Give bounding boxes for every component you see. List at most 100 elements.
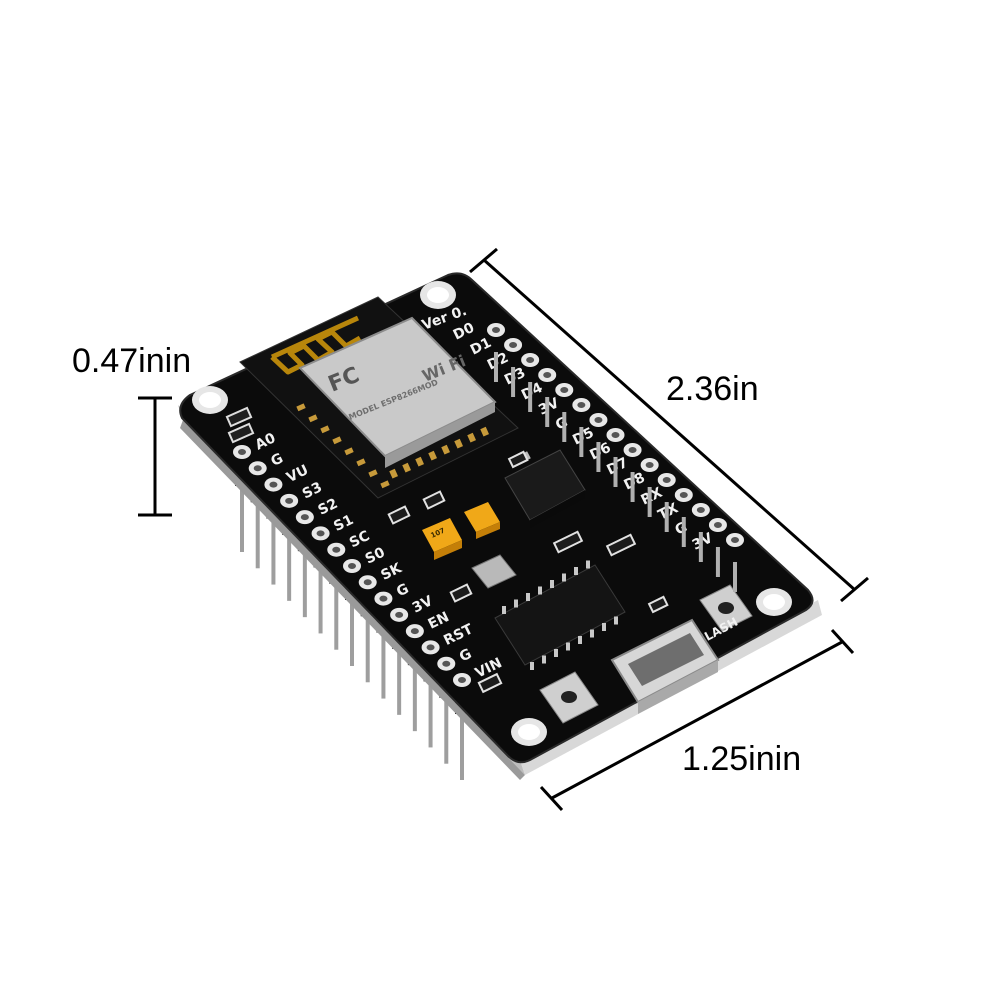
pin-pad bbox=[264, 477, 283, 492]
header-pin bbox=[494, 352, 498, 382]
pin-label: S3 bbox=[300, 479, 325, 502]
reset-button bbox=[539, 671, 599, 724]
chip-pin bbox=[554, 649, 558, 657]
chip-pin bbox=[542, 655, 546, 664]
castellated-pad bbox=[480, 426, 489, 437]
header-pins-front bbox=[494, 352, 737, 592]
mounting-hole bbox=[420, 281, 456, 309]
pin-pad bbox=[343, 559, 361, 573]
chip-pin bbox=[578, 636, 582, 644]
chip-pin bbox=[602, 623, 606, 631]
pin-pad bbox=[327, 542, 346, 557]
width-dimension-label: 1.25inin bbox=[682, 740, 802, 778]
mounting-holes bbox=[192, 281, 792, 746]
pin-pad bbox=[374, 591, 393, 606]
pin-pad bbox=[504, 338, 523, 352]
pin-pads-left bbox=[233, 445, 471, 687]
pin-pad bbox=[606, 428, 625, 442]
pin-pad bbox=[726, 533, 744, 547]
pin-pad bbox=[453, 673, 471, 687]
pin-pad bbox=[589, 413, 608, 427]
length-dimension-line bbox=[469, 247, 869, 603]
pin-pad bbox=[691, 503, 710, 517]
castellated-pad bbox=[296, 403, 306, 412]
header-pin bbox=[647, 487, 652, 517]
smd-resistor bbox=[225, 406, 253, 428]
pin-pad bbox=[708, 518, 727, 532]
pin-pad bbox=[248, 461, 267, 476]
castellated-pad bbox=[380, 480, 390, 489]
pin-pad bbox=[538, 368, 557, 382]
chip-pin bbox=[562, 573, 566, 582]
pin-pad bbox=[521, 353, 540, 367]
header-pin bbox=[664, 502, 669, 532]
esp-module: FC Wi Fi MODEL ESP8266MOD bbox=[239, 296, 519, 499]
header-pin bbox=[528, 382, 533, 412]
castellated-pad bbox=[402, 462, 411, 473]
castellated-pads bbox=[296, 403, 489, 489]
castellated-pad bbox=[415, 456, 424, 467]
pin-pad bbox=[421, 640, 440, 655]
tantalum-capacitor bbox=[464, 502, 500, 539]
castellated-pad bbox=[344, 447, 354, 456]
pin-pads-right bbox=[487, 323, 744, 547]
smd-pads bbox=[387, 450, 669, 694]
chip-pin bbox=[614, 616, 618, 625]
pin-pad bbox=[311, 526, 330, 541]
mounting-hole bbox=[511, 718, 547, 746]
castellated-pad bbox=[320, 425, 330, 434]
header-pin bbox=[630, 472, 635, 502]
pin-pad bbox=[623, 443, 642, 457]
header-pin bbox=[613, 457, 618, 487]
castellated-pad bbox=[368, 469, 378, 478]
pcb-edge-shadow bbox=[180, 420, 525, 780]
chip-pin bbox=[502, 606, 506, 614]
castellated-pad bbox=[428, 450, 437, 461]
pin-label: S2 bbox=[316, 496, 341, 519]
chip-pin bbox=[550, 580, 554, 588]
chip-pin bbox=[526, 593, 530, 601]
pin-pad bbox=[358, 575, 377, 590]
length-dimension-label: 2.36in bbox=[666, 370, 759, 408]
pin-label: S0 bbox=[363, 544, 388, 567]
castellated-pad bbox=[467, 432, 476, 443]
width-dimension-line bbox=[539, 628, 855, 812]
pin-pad bbox=[295, 510, 314, 525]
header-pin bbox=[579, 427, 584, 457]
header-pin bbox=[511, 367, 516, 397]
pin-label: S1 bbox=[331, 512, 356, 535]
crystal-oscillator bbox=[471, 554, 517, 589]
usb-serial-chip bbox=[494, 560, 626, 670]
mounting-hole bbox=[756, 588, 792, 616]
chip-pin bbox=[538, 586, 542, 595]
castellated-pad bbox=[356, 458, 366, 467]
flash-button bbox=[699, 584, 753, 632]
height-dimension-line bbox=[138, 396, 172, 517]
pin-pad bbox=[555, 383, 574, 397]
smd-resistor bbox=[227, 422, 255, 444]
pin-pad bbox=[437, 656, 456, 671]
pin-pad bbox=[405, 624, 424, 639]
header-pin bbox=[562, 412, 567, 442]
pin-pad bbox=[657, 473, 676, 487]
castellated-pad bbox=[308, 414, 318, 423]
header-pin bbox=[545, 397, 550, 427]
chip-pin bbox=[530, 662, 534, 670]
chip-pin bbox=[586, 560, 590, 569]
header-pin bbox=[715, 547, 720, 577]
mounting-hole bbox=[192, 386, 228, 414]
pin-pad bbox=[640, 458, 659, 472]
castellated-pad bbox=[454, 438, 463, 449]
castellated-pad bbox=[389, 468, 398, 479]
pin-pad bbox=[280, 493, 299, 508]
chip-pin bbox=[566, 642, 570, 651]
shield-can-side bbox=[385, 402, 495, 468]
header-pin bbox=[698, 532, 703, 562]
pin-pad bbox=[390, 607, 409, 622]
pin-pad bbox=[487, 323, 505, 337]
header-pin bbox=[681, 517, 686, 547]
header-pin bbox=[596, 442, 601, 472]
chip-pin bbox=[574, 567, 578, 575]
